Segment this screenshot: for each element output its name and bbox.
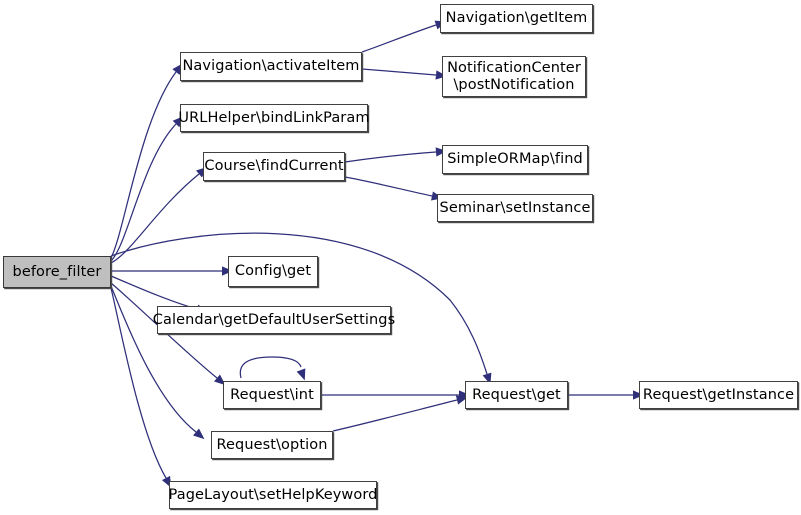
arrowhead-before_filter-to-request_option [193, 428, 205, 440]
graph-node-nav_getitem[interactable]: Navigation\getItem [440, 4, 593, 33]
edge-course_find-to-simpleormap [344, 151, 437, 163]
edge-before_filter-to-nav_activate [110, 71, 177, 259]
graph-node-label: SimpleORMap\find [447, 151, 583, 168]
graph-node-request_inst[interactable]: Request\getInstance [639, 381, 798, 409]
graph-node-pagelayout_help[interactable]: PageLayout\setHelpKeyword [169, 481, 377, 509]
edge-before_filter-to-request_get [110, 232, 488, 375]
graph-node-request_int[interactable]: Request\int [223, 381, 321, 409]
graph-node-calendar_def[interactable]: Calendar\getDefaultUserSettings [153, 306, 395, 334]
graph-node-simpleormap[interactable]: SimpleORMap\find [442, 145, 588, 174]
edge-nav_activate-to-nav_getitem [361, 24, 437, 53]
graph-node-seminar_set[interactable]: Seminar\setInstance [437, 194, 593, 222]
edge-before_filter-to-calendar_def [110, 275, 198, 310]
edge-before_filter-to-urlhelper_bind [110, 123, 177, 262]
graph-node-label: Navigation\activateItem [182, 58, 360, 75]
graph-node-course_find[interactable]: Course\findCurrent [203, 152, 345, 181]
edge-nav_activate-to-notif_post [361, 68, 437, 76]
graph-node-label: Calendar\getDefaultUserSettings [152, 311, 396, 328]
graph-node-label: NotificationCenter \postNotification [447, 60, 581, 93]
edge-course_find-to-seminar_set [344, 176, 433, 197]
graph-node-label: URLHelper\bindLinkParam [178, 109, 370, 126]
graph-node-label: Course\findCurrent [204, 158, 344, 175]
edge-request_int-to-request_int [239, 356, 302, 379]
graph-node-request_option[interactable]: Request\option [211, 431, 333, 459]
graph-node-label: Seminar\setInstance [439, 199, 591, 216]
graph-node-label: Request\get [472, 386, 561, 403]
graph-node-before_filter[interactable]: before_filter [3, 256, 111, 288]
graph-node-notif_post[interactable]: NotificationCenter \postNotification [442, 56, 586, 97]
graph-node-config_get[interactable]: Config\get [228, 256, 318, 287]
graph-node-nav_activate[interactable]: Navigation\activateItem [180, 52, 362, 81]
graph-node-label: before_filter [12, 263, 102, 280]
graph-node-urlhelper_bind[interactable]: URLHelper\bindLinkParam [178, 104, 369, 132]
edge-before_filter-to-course_find [110, 173, 200, 264]
graph-node-request_get[interactable]: Request\get [465, 381, 568, 409]
graph-node-label: PageLayout\setHelpKeyword [168, 486, 378, 503]
graph-node-label: Config\get [234, 263, 312, 280]
edge-request_option-to-request_get [332, 399, 458, 432]
graph-node-label: Navigation\getItem [445, 10, 588, 27]
graph-node-label: Request\getInstance [642, 386, 795, 403]
graph-node-label: Request\int [230, 386, 314, 403]
arrowhead-request_int-to-request_int [296, 368, 306, 381]
graph-node-label: Request\option [216, 436, 328, 453]
